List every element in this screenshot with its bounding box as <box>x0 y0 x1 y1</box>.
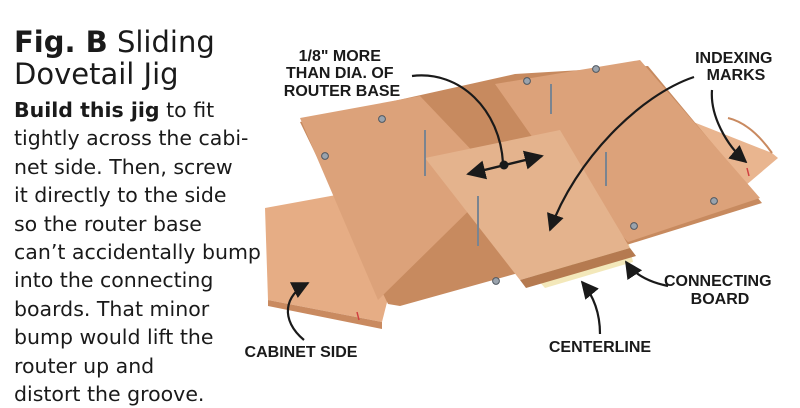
screw <box>630 222 638 230</box>
indexing-arrow-right <box>710 89 748 164</box>
wood-grain-edge <box>727 117 773 154</box>
centerline-arrow <box>580 280 602 335</box>
screw <box>523 77 531 85</box>
connecting-board-label: CONNECTING BOARD <box>664 273 776 308</box>
router-base-callout: 1/8" MORE THAN DIA. OF ROUTER BASE <box>284 48 544 180</box>
description-line1-rest: to fit <box>159 98 215 122</box>
screw <box>378 115 386 123</box>
screw-shanks <box>424 84 607 246</box>
cabinet-side-arrow <box>286 282 310 341</box>
cabinet-side-label: CABINET SIDE <box>245 344 358 361</box>
description-line: router up and <box>14 353 155 378</box>
cabinet-side-callout: CABINET SIDE <box>245 282 358 361</box>
indexing-marks-callout: INDEXING MARKS <box>547 50 777 232</box>
jig-left-panel <box>300 96 500 300</box>
screws <box>321 65 718 285</box>
indexing-marks-label: INDEXING MARKS <box>695 50 777 84</box>
connecting-board-callout: CONNECTING BOARD <box>625 260 776 308</box>
jig-right-panel <box>495 60 760 242</box>
description-line: bump would lift the <box>14 325 214 350</box>
description-line: can’t accidentally bump <box>14 240 261 265</box>
router-base-label: 1/8" MORE THAN DIA. OF ROUTER BASE <box>284 48 401 100</box>
figure-number: Fig. B <box>14 25 108 59</box>
indexing-mark-right <box>746 167 750 177</box>
description-line: tightly across the cabi- <box>14 126 249 151</box>
description-lead: Build this jig <box>14 98 160 122</box>
centerline-label: CENTERLINE <box>549 339 652 356</box>
screw <box>592 65 600 73</box>
router-base-leader <box>411 74 505 164</box>
figure-title: Fig. B Sliding Dovetail Jig <box>14 26 234 90</box>
jig-center-edge <box>520 248 636 288</box>
figure-title-line2: Dovetail Jig <box>14 57 179 91</box>
indexing-arrow-center <box>547 75 695 232</box>
figure-title-line1: Sliding <box>116 25 215 59</box>
gap-center-dot <box>499 160 509 170</box>
connecting-board-arrow <box>625 260 669 288</box>
cabinet-side-edge <box>268 300 382 329</box>
indexing-mark-left <box>356 311 360 321</box>
screw <box>492 277 500 285</box>
description-line: it directly to the side <box>14 183 227 208</box>
screw <box>321 152 329 160</box>
description-line: into the connecting <box>14 268 214 293</box>
centerline-callout: CENTERLINE <box>549 280 652 356</box>
description-line: so the router base <box>14 211 202 236</box>
description-line: boards. That minor <box>14 296 210 321</box>
description-line: Build this jig to fit <box>14 96 236 124</box>
description-line: net side. Then, screw <box>14 154 233 179</box>
screw <box>710 197 718 205</box>
